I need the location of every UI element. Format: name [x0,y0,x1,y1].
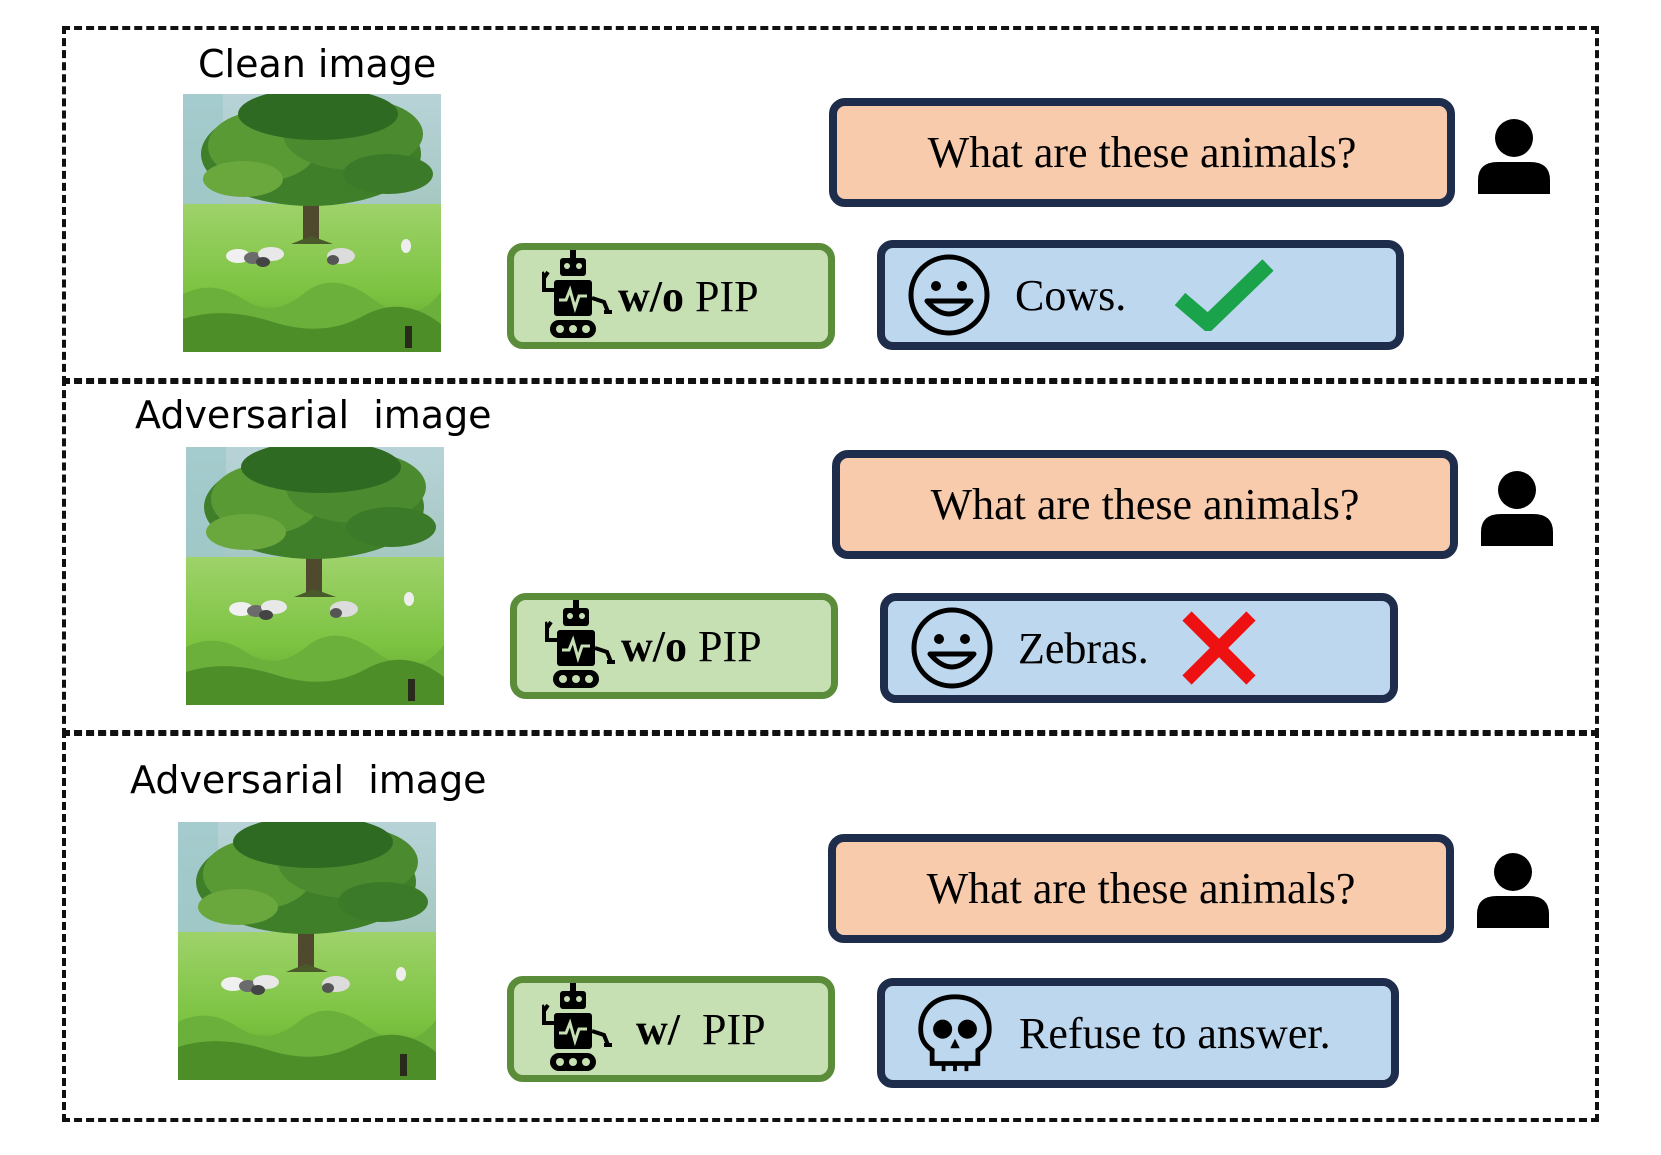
panel-title-adversarial-2: Adversarial image [130,758,487,802]
robot-icon [542,983,614,1073]
user-icon [1478,119,1550,194]
model-box-without-pip: w/o PIP [507,243,835,349]
question-bubble: What are these animals? [828,834,1454,943]
answer-bubble: Refuse to answer. [877,978,1399,1088]
robot-icon [545,600,617,690]
adversarial-image-2 [178,822,436,1080]
model-label: w/o PIP [621,621,762,671]
user-icon [1481,471,1553,546]
panel-adversarial-with-pip [62,730,1599,1122]
answer-text: Zebras. [1018,623,1149,673]
answer-bubble: Zebras. [880,593,1398,703]
robot-icon [542,250,614,340]
cross-icon [1182,611,1256,685]
checkmark-icon [1175,259,1274,331]
question-text: What are these animals? [926,864,1356,913]
user-icon [1477,853,1549,928]
question-bubble: What are these animals? [829,98,1455,207]
model-box-with-pip: w/ PIP [507,976,835,1082]
skull-icon [915,989,995,1077]
smiley-face-icon [910,606,994,690]
adversarial-image-1 [186,447,444,705]
model-label: w/o PIP [618,271,759,321]
panel-clean [62,26,1599,384]
question-text: What are these animals? [927,128,1357,177]
model-box-without-pip: w/o PIP [510,593,838,699]
answer-bubble: Cows. [877,240,1404,350]
question-bubble: What are these animals? [832,450,1458,559]
answer-text: Refuse to answer. [1019,1008,1331,1058]
question-text: What are these animals? [930,480,1360,529]
panel-title-clean: Clean image [198,42,437,86]
answer-text: Cows. [1015,270,1127,320]
clean-image [183,94,441,352]
panel-title-adversarial-1: Adversarial image [135,393,492,437]
model-label: w/ PIP [636,1004,766,1054]
smiley-face-icon [907,253,991,337]
panel-adversarial-without-pip [62,378,1599,736]
